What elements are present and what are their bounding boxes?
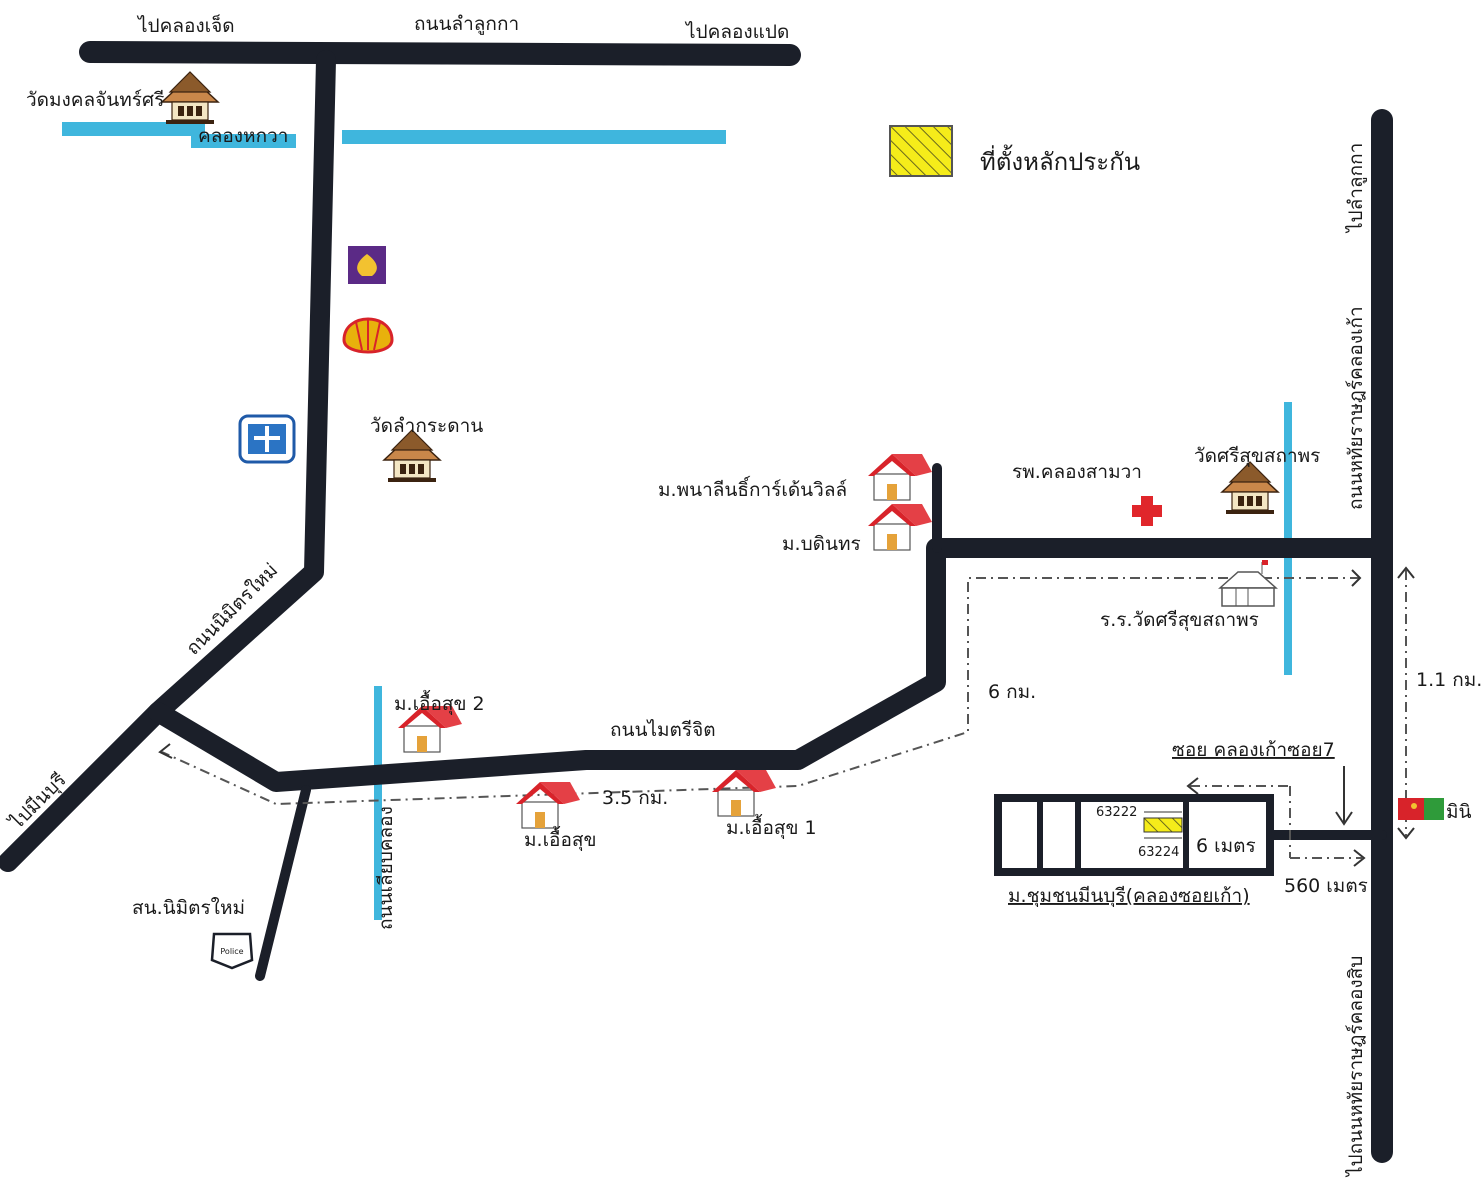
label-dist-3-5: 3.5 กม. — [602, 787, 668, 809]
house-icon — [515, 781, 581, 829]
temple-icon — [1221, 461, 1279, 515]
label-lot-2: 63224 — [1138, 845, 1179, 860]
label-to-khlong-sip: ไปถนนหทัยราษฎร์คลองสิบ — [1345, 956, 1367, 1178]
label-road-khlong-kao: ถนนหทัยราษฎร์คลองเก้า — [1345, 306, 1367, 510]
police-badge-text: Police — [220, 947, 243, 956]
house-icon — [867, 503, 933, 551]
school-icon — [1218, 560, 1278, 607]
bank-icon — [348, 246, 386, 284]
road-lam-luk-ka — [79, 41, 801, 66]
label-dist-560m: 560 เมตร — [1284, 875, 1368, 897]
label-moo-uea-suk-2: ม.เอื้อสุข 2 — [394, 690, 485, 716]
label-to-khlong-7: ไปคลองเจ็ด — [136, 13, 235, 37]
shell-icon — [342, 317, 394, 354]
label-school: ร.ร.วัดศรีสุขสถาพร — [1100, 609, 1259, 632]
label-moo-bodin: ม.บดินทร — [782, 533, 861, 555]
route-path — [161, 570, 1407, 859]
legend-label: ที่ตั้งหลักประกัน — [980, 144, 1140, 176]
hospital-sign-icon — [238, 414, 296, 464]
label-village-name: ม.ชุมชนมีนบุรี(คลองซอยเก้า) — [1008, 885, 1250, 908]
label-wat-srisuk: วัดศรีสุขสถาพร — [1194, 445, 1320, 468]
label-khlong-hok-wa: คลองหกวา — [198, 125, 288, 147]
road-nimit-mai — [0, 50, 336, 872]
label-khlong-road: ถนนเลียบคลอง — [375, 806, 397, 930]
label-wat-mongkhon: วัดมงคลจันทร์ศรี — [26, 89, 164, 111]
label-dist-6m: 6 เมตร — [1196, 835, 1256, 857]
label-mini: มินิ — [1446, 801, 1472, 823]
canals — [62, 122, 1292, 920]
house-icon — [867, 453, 933, 501]
temple-icon — [161, 71, 219, 125]
label-moo-panalee: ม.พนาลีนธิ์การ์เด้นวิลล์ — [658, 475, 847, 501]
house-icon — [711, 769, 777, 817]
label-to-lam-luk-ka: ไปลำลูกกา — [1345, 143, 1367, 234]
label-to-khlong-8: ไปคลองแปด — [684, 21, 789, 43]
legend: ที่ตั้งหลักประกัน — [889, 125, 1140, 177]
village-plan — [994, 794, 1274, 876]
hospital-icon — [1132, 496, 1162, 526]
legend-swatch — [889, 125, 953, 177]
label-soi: ซอย คลองเก้าซอย7 — [1172, 739, 1335, 761]
label-lot-1: 63222 — [1096, 805, 1137, 820]
label-dist-6: 6 กม. — [988, 681, 1036, 703]
police-icon: Police — [210, 932, 254, 970]
collateral-plot — [1143, 817, 1183, 833]
label-wat-lam-kradan: วัดลำกระดาน — [370, 415, 483, 437]
label-police-station: สน.นิมิตรใหม่ — [132, 897, 245, 919]
canal-khlong-hok-wa — [62, 122, 726, 148]
label-road-lam-luk-ka: ถนนลำลูกกา — [414, 13, 519, 35]
label-moo-uea-suk-1: ม.เอื้อสุข 1 — [726, 814, 817, 840]
flag-icon — [1398, 798, 1444, 820]
label-dist-1-1: 1.1 กม. — [1416, 669, 1482, 691]
road-police-spur — [255, 785, 311, 981]
label-road-mai-sri-chit: ถนนไมตรีจิต — [610, 719, 716, 741]
temple-icon — [383, 429, 441, 483]
label-moo-uea-suk: ม.เอื้อสุข — [524, 826, 596, 852]
roads — [0, 41, 1393, 1163]
label-hospital: รพ.คลองสามวา — [1012, 461, 1142, 483]
